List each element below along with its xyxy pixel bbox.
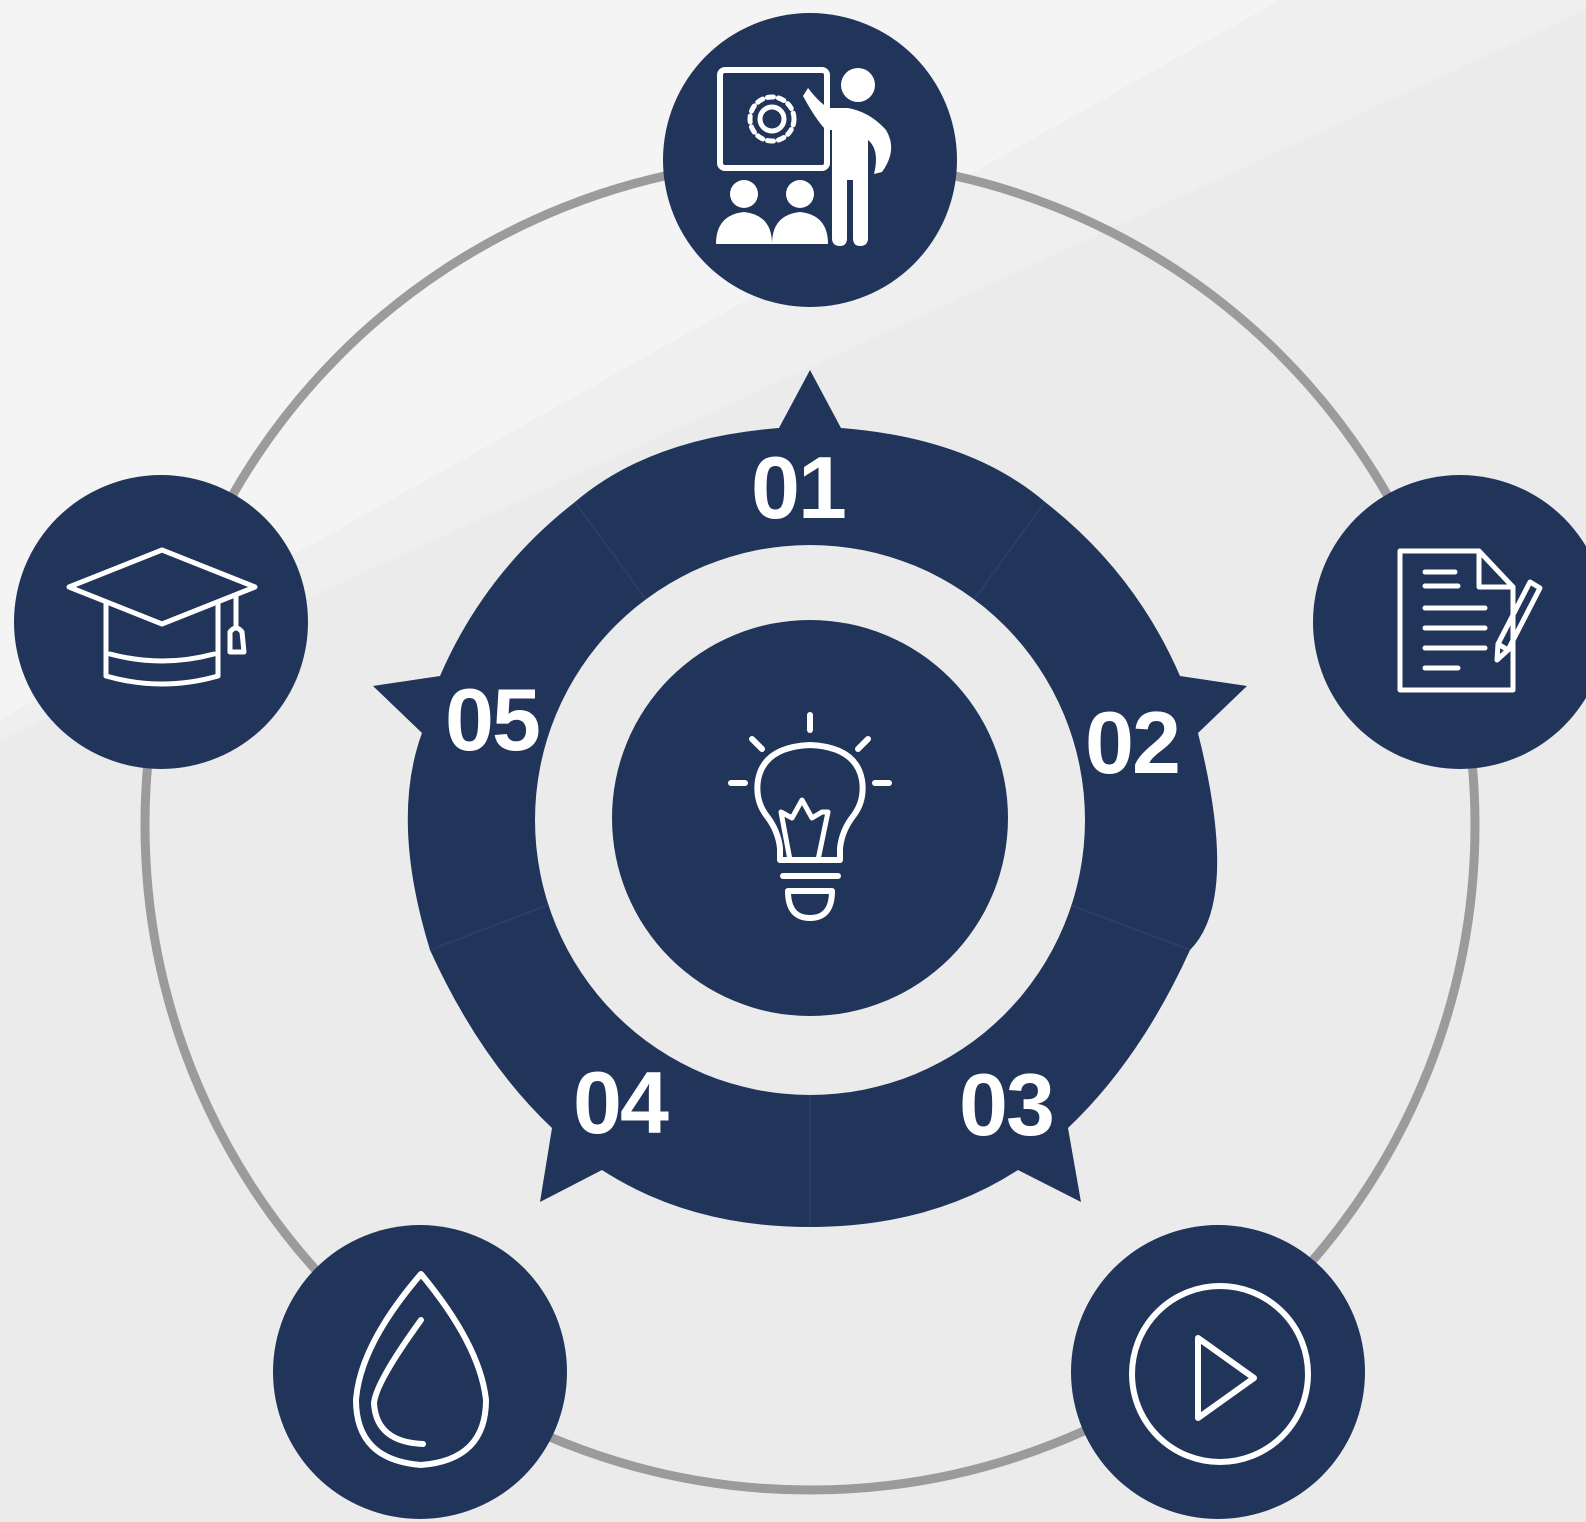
document-pencil-icon	[1397, 548, 1543, 693]
node-circle-02[interactable]	[1313, 475, 1586, 769]
step-number-05: 05	[445, 670, 539, 769]
step-number-02: 02	[1085, 693, 1179, 792]
presentation-icon	[716, 67, 892, 246]
node-circle-01[interactable]	[663, 13, 957, 307]
background-band-2	[0, 0, 1586, 740]
step-number-03: 03	[959, 1055, 1053, 1154]
graduation-cap-icon	[66, 547, 258, 687]
node-circle-04[interactable]	[273, 1225, 567, 1519]
water-drop-icon	[353, 1271, 489, 1468]
node-circle-03[interactable]	[1071, 1225, 1365, 1519]
play-icon	[1129, 1283, 1311, 1465]
lightbulb-icon	[728, 712, 892, 921]
step-number-01: 01	[751, 438, 845, 537]
step-number-04: 04	[573, 1053, 669, 1152]
segment-seams	[429, 501, 1191, 1227]
